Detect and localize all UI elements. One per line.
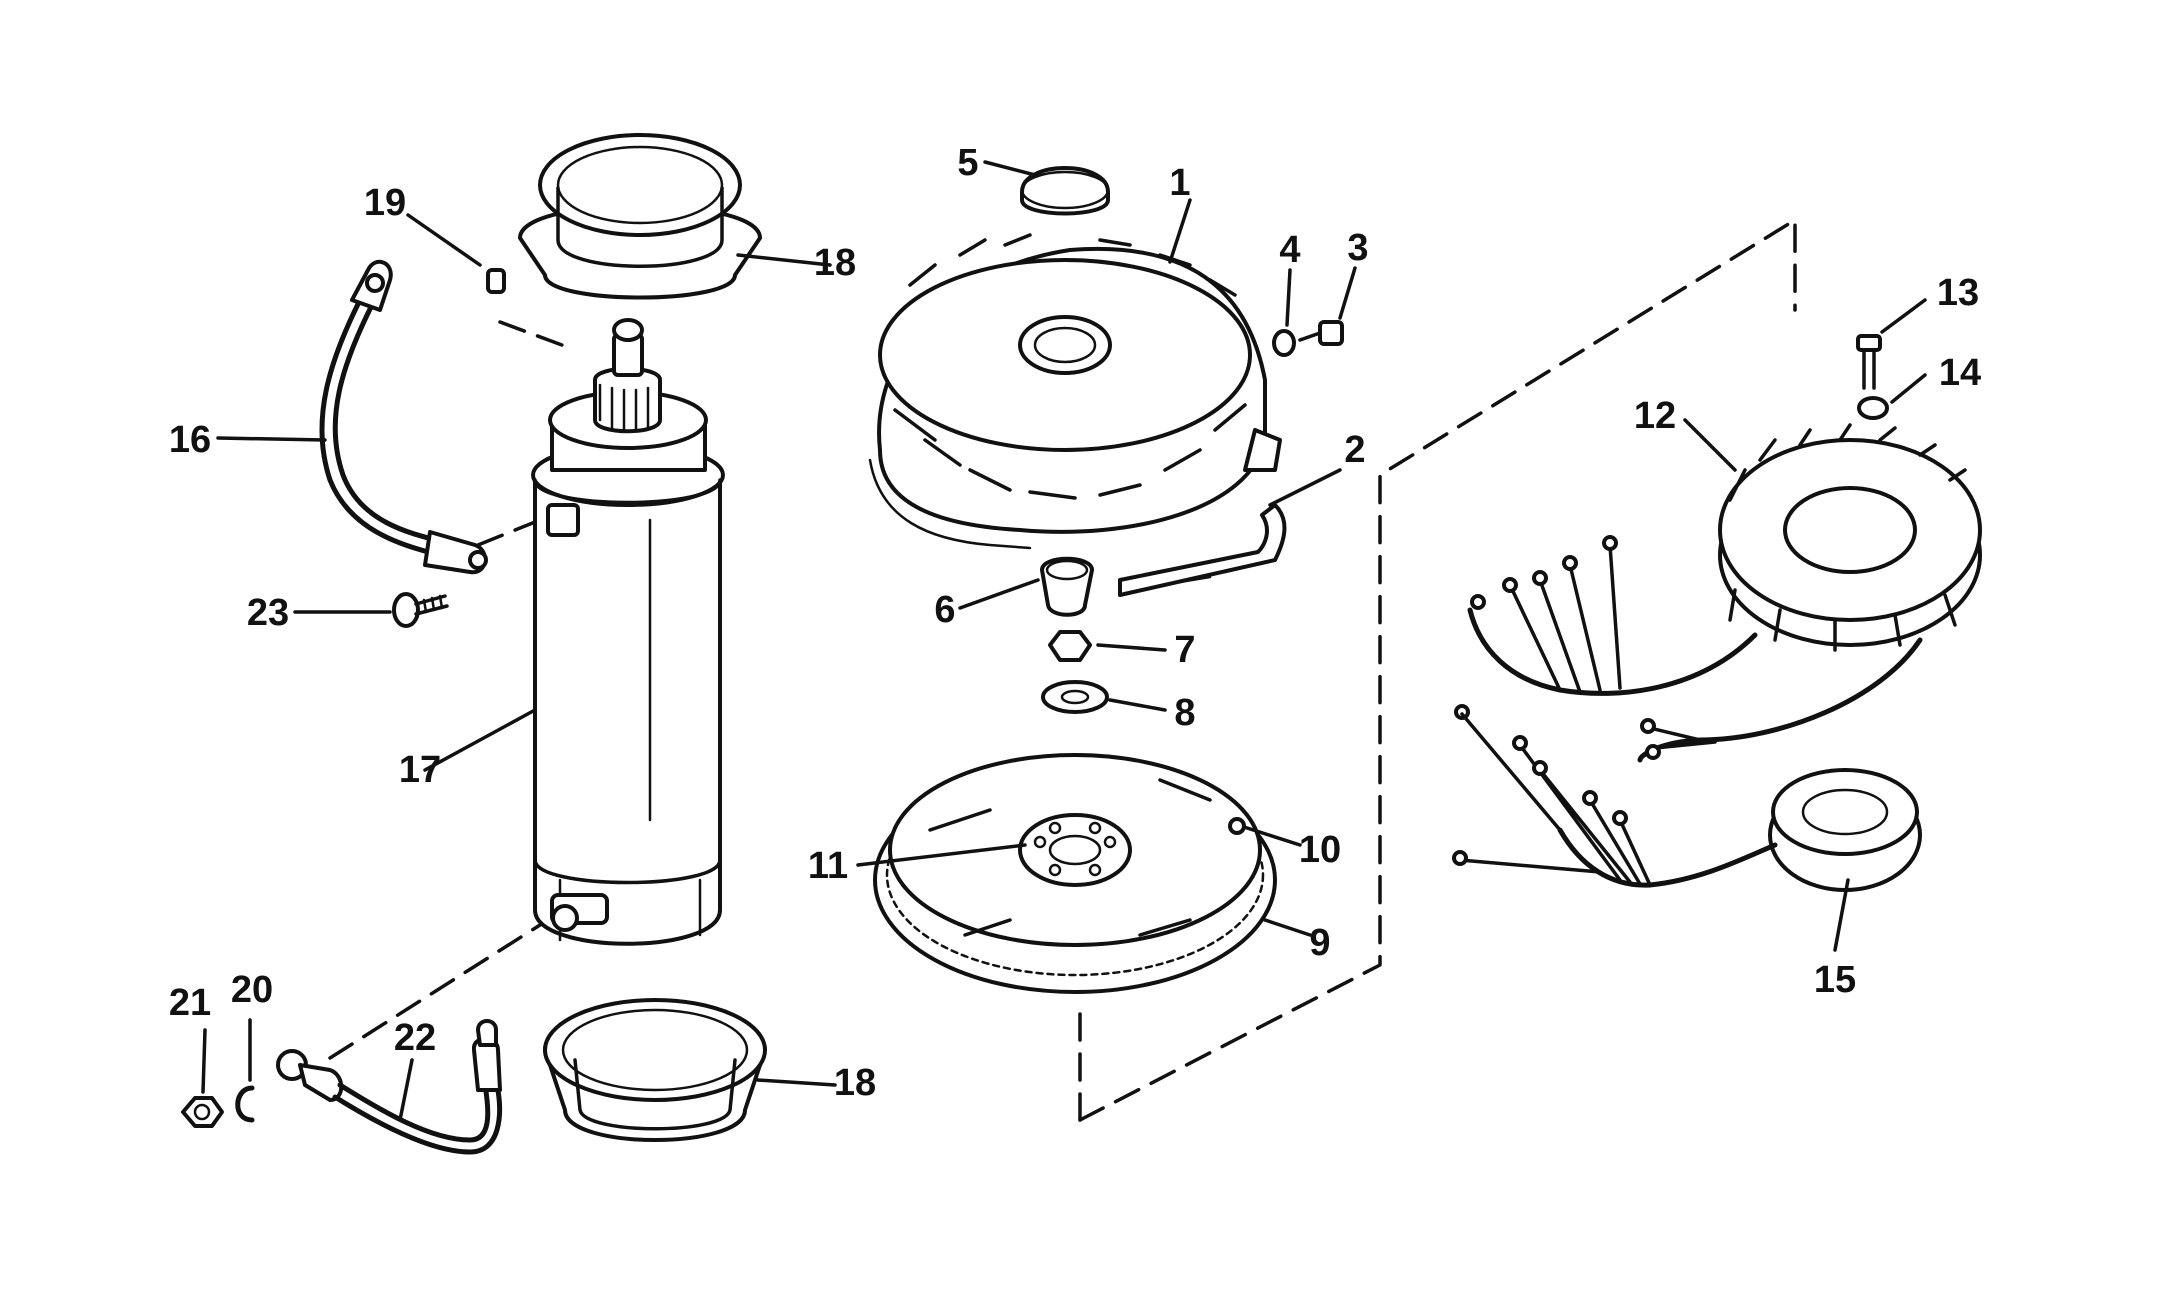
callout-10: 10 xyxy=(1299,829,1341,871)
part-21-hex-nut xyxy=(181,1096,224,1128)
part-4-washer xyxy=(1272,329,1296,357)
callout-17: 17 xyxy=(399,749,441,791)
callout-15: 15 xyxy=(1814,959,1856,1001)
callout-11: 11 xyxy=(808,845,848,887)
part-2-strap xyxy=(1118,503,1287,597)
callout-7: 7 xyxy=(1174,629,1195,671)
callout-18-bottom: 18 xyxy=(834,1062,876,1104)
part-17-starter-motor xyxy=(531,318,725,946)
part-15-trigger xyxy=(1452,704,1922,892)
callout-16: 16 xyxy=(169,419,211,461)
stator-wire-harness xyxy=(1467,535,1923,763)
part-18-top-ring xyxy=(518,133,762,300)
part-16-cable xyxy=(319,259,488,575)
part-18-bottom-ring xyxy=(543,998,767,1142)
leader-lines xyxy=(201,160,1927,1122)
callout-13: 13 xyxy=(1937,272,1979,314)
part-7-nut xyxy=(1048,630,1092,662)
part-20-lock-washer xyxy=(235,1085,255,1123)
part-6-bushing xyxy=(1040,556,1094,617)
callout-18-top: 18 xyxy=(814,242,856,284)
part-14-washer xyxy=(1857,396,1889,420)
callout-5: 5 xyxy=(957,142,978,184)
callout-21: 21 xyxy=(169,982,211,1024)
callout-1: 1 xyxy=(1169,162,1190,204)
callout-14: 14 xyxy=(1939,352,1981,394)
part-11-hub xyxy=(1018,813,1132,887)
part-12-stator xyxy=(1718,423,1982,652)
part-3-screw xyxy=(1298,320,1344,346)
part-13-screw xyxy=(1856,334,1882,390)
callout-3: 3 xyxy=(1347,227,1368,269)
assembly-dashed-lines xyxy=(328,218,1797,1122)
callout-8: 8 xyxy=(1174,692,1195,734)
part-22-cable xyxy=(276,1019,502,1155)
callout-19: 19 xyxy=(364,182,406,224)
callout-9: 9 xyxy=(1309,922,1330,964)
callout-2: 2 xyxy=(1344,429,1365,471)
callout-12: 12 xyxy=(1634,395,1676,437)
part-10-magnet-clip xyxy=(1228,817,1246,835)
callout-labels: 1 2 3 4 5 6 7 8 9 10 11 12 13 14 15 16 1… xyxy=(169,142,1981,1104)
part-19-nut xyxy=(486,268,506,294)
part-5-cap xyxy=(1020,166,1110,216)
callout-20: 20 xyxy=(231,969,273,1011)
part-23-screw xyxy=(392,592,449,628)
callout-22: 22 xyxy=(394,1017,436,1059)
callout-4: 4 xyxy=(1279,229,1300,271)
callout-6: 6 xyxy=(934,589,955,631)
part-8-washer xyxy=(1041,680,1109,714)
callout-23: 23 xyxy=(247,592,289,634)
part-1-flywheel-cover xyxy=(868,233,1282,550)
